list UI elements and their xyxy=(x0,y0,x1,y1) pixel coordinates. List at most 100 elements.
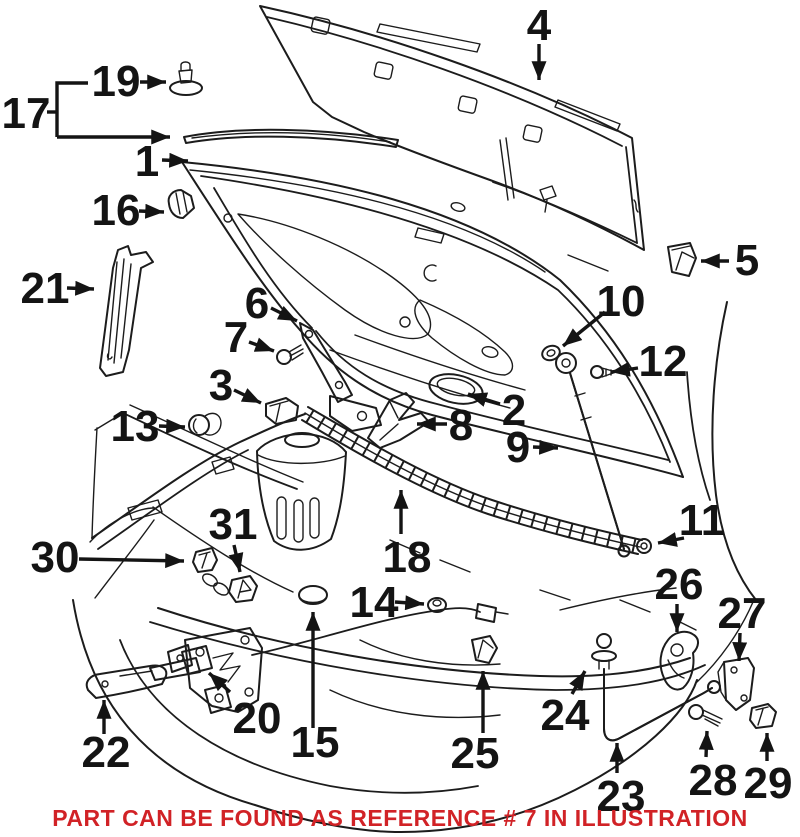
callout-23-label: 23 xyxy=(597,772,646,821)
weatherstrip-tick xyxy=(505,505,512,521)
harness-clip-a xyxy=(192,547,229,596)
callout-9-arrow xyxy=(532,439,559,455)
strut-lower-ring xyxy=(636,538,652,554)
weatherstrip-tick xyxy=(431,477,440,492)
hinge-bolt xyxy=(276,344,304,365)
callout-19-label: 19 xyxy=(92,57,141,106)
weatherstrip-tick xyxy=(408,466,416,481)
callout-25-label: 25 xyxy=(451,729,500,778)
callout-10-arrow xyxy=(561,310,607,348)
weatherstrip-tick xyxy=(373,448,382,463)
weatherstrip-tick xyxy=(339,429,348,443)
weatherstrip-tick xyxy=(362,442,371,456)
callout-14-arrow xyxy=(394,595,425,611)
seal-clip xyxy=(167,189,195,219)
callout-24-label: 24 xyxy=(541,691,590,740)
weatherstrip-tick xyxy=(593,529,599,545)
callout-12-arrow xyxy=(610,361,639,377)
washer-reservoir xyxy=(256,432,347,551)
callout-30-label: 30 xyxy=(31,533,80,582)
hood-seal-strip xyxy=(183,128,399,148)
cable-clip xyxy=(471,635,498,664)
gas-strut xyxy=(555,352,631,558)
prop-rod-stud xyxy=(591,633,617,670)
weatherstrip-tick xyxy=(492,501,499,517)
callout-29-label: 29 xyxy=(744,759,793,808)
callout-31-label: 31 xyxy=(209,500,258,549)
weatherstrip-tick xyxy=(530,512,536,528)
cowl-clip xyxy=(265,397,299,425)
callout-26-label: 26 xyxy=(655,560,704,609)
callout-11-label: 11 xyxy=(679,496,726,545)
prop-rod-handle xyxy=(659,630,699,691)
hood-panel xyxy=(181,161,684,478)
callout-17-label: 17 xyxy=(2,89,51,138)
weatherstrip-tick xyxy=(350,435,360,450)
support-bracket xyxy=(367,392,430,449)
weatherstrip-tick xyxy=(555,519,561,535)
weatherstrip-tick xyxy=(580,526,586,542)
release-cable xyxy=(251,603,509,656)
callout-13-label: 13 xyxy=(111,402,160,451)
callout-21-arrow xyxy=(66,280,95,296)
callout-28-arrow xyxy=(698,730,714,758)
harness-clip-b xyxy=(228,575,258,603)
callout-3-label: 3 xyxy=(209,361,233,410)
callout-1-label: 1 xyxy=(135,137,159,186)
callout-30-arrow xyxy=(78,553,185,569)
callout-24-arrow xyxy=(569,670,587,695)
weatherstrip-tick xyxy=(455,488,463,503)
callout-31-arrow xyxy=(228,544,244,573)
strut-grommet xyxy=(541,344,561,362)
callout-13-arrow xyxy=(158,418,186,434)
callout-15-label: 15 xyxy=(291,718,340,767)
callout-17-bracket-1 xyxy=(55,81,88,137)
bracket-clip xyxy=(749,703,777,729)
callout-6-label: 6 xyxy=(245,279,269,328)
weatherstrip-tick xyxy=(316,416,326,430)
seal-grommet xyxy=(169,61,203,96)
callout-27-arrow xyxy=(732,632,748,662)
weatherstrip-tick xyxy=(384,454,394,469)
callout-20-arrow xyxy=(207,671,232,694)
callout-27-label: 27 xyxy=(718,589,767,638)
hood-hinge xyxy=(299,322,382,432)
hose-clip xyxy=(188,412,222,436)
callout-5-label: 5 xyxy=(735,236,759,285)
cowl-weatherstrip xyxy=(301,406,643,555)
prop-rod xyxy=(603,668,721,742)
callout-3-arrow xyxy=(233,388,262,405)
weatherstrip-tick xyxy=(396,460,405,475)
callout-21-label: 21 xyxy=(21,264,70,313)
callout-1-arrow xyxy=(161,152,189,168)
callout-4-label: 4 xyxy=(527,1,552,50)
callout-12-label: 12 xyxy=(639,337,688,386)
weatherstrip-tick xyxy=(443,483,451,498)
callout-2-label: 2 xyxy=(502,386,526,435)
weatherstrip-tick xyxy=(467,493,475,508)
callout-7-label: 7 xyxy=(224,313,248,362)
weatherstrip-tick xyxy=(542,516,549,532)
weatherstrip-tick xyxy=(328,422,337,437)
hole-plug-small xyxy=(427,597,447,613)
bracket-bolt xyxy=(688,704,723,727)
hole-plug-large xyxy=(298,585,328,605)
callout-11-arrow xyxy=(657,532,685,547)
reference-banner: PART CAN BE FOUND AS REFERENCE # 7 IN IL… xyxy=(52,805,748,831)
weatherstrip-tick xyxy=(517,509,524,524)
hood-insulation-pad xyxy=(259,5,645,251)
weatherstrip-tick xyxy=(618,535,624,551)
weatherstrip-tick xyxy=(480,497,487,512)
callout-22-label: 22 xyxy=(82,728,131,777)
callout-7-arrow xyxy=(248,337,275,353)
callout-20-label: 20 xyxy=(233,694,282,743)
callout-28-label: 28 xyxy=(689,756,738,805)
callout-16-arrow xyxy=(138,203,165,219)
callout-14-label: 14 xyxy=(350,578,399,627)
line-art xyxy=(72,5,777,834)
weatherstrip-tick xyxy=(568,523,574,538)
callout-2-arrow xyxy=(467,392,501,407)
